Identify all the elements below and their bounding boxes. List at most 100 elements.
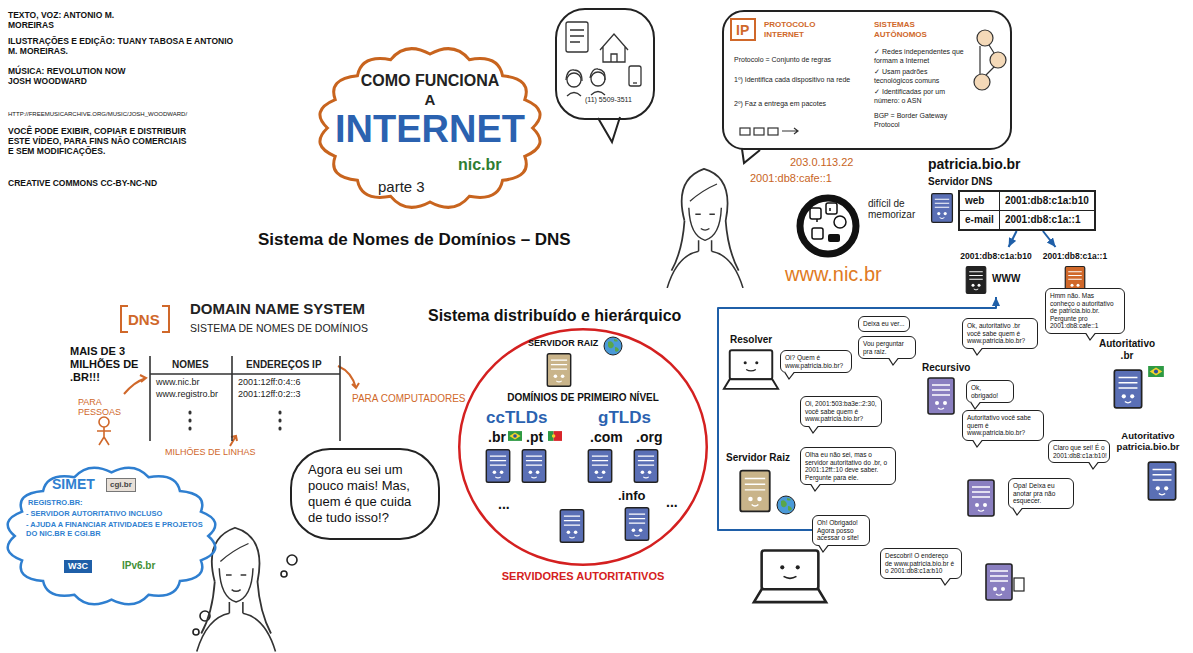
node-text: www.registro.br [156, 389, 218, 400]
label-text: MILHÕES DE LINHAS [165, 447, 256, 458]
server-box: 2001:db8:c1a:b10WWW [958, 247, 1034, 297]
bubble-tail [785, 373, 794, 379]
bubble-tail [973, 348, 983, 356]
person-figure [97, 417, 111, 445]
info-cloud: SIMETcgi.brREGISTRO.BR:- SERVIDOR AUTORI… [4, 462, 219, 610]
ip-sketches [731, 19, 1006, 135]
node-text: web [960, 192, 1000, 211]
bubble-tail [1086, 334, 1095, 340]
bubble-tail [973, 348, 982, 354]
bubble-tail [1089, 462, 1099, 470]
dialogue-bubble: Oi? Quem é www.patricia.bio.br? [780, 350, 852, 373]
bubble-tail [973, 440, 983, 448]
node-text: Oi, 2001:503:ba3e::2:30, você sabe quem … [805, 400, 877, 423]
node-text: IPv6.br [122, 560, 155, 572]
label-text: 2001:db8:cafe::1 [750, 172, 832, 185]
node-text: Oh! Obrigado! Agora posso acessar o site… [817, 519, 865, 542]
node-text: DOMÍNIOS DE PRIMEIRO NÍVEL [458, 392, 708, 404]
bubble-tail [971, 402, 980, 409]
label-text: Sistema distribuído e hierárquico [428, 306, 681, 325]
dialogue-bubble: Ok, autoritativo .br você sabe quem é ww… [962, 318, 1038, 349]
node-text: BGP = Border Gateway Protocol [874, 112, 974, 129]
dialogue-bubble: Oh! Obrigado! Agora posso acessar o site… [812, 515, 870, 546]
bubble-tail [1086, 333, 1096, 341]
social-icons [800, 198, 856, 254]
label-text: difícil de memorizar [868, 198, 926, 220]
label-text: PARA COMPUTADORES [352, 393, 466, 405]
bubble-tail [785, 372, 795, 380]
node-text: SERVIDOR RAIZ [528, 338, 598, 349]
dns-server-icon [932, 194, 953, 223]
node-text: A [316, 91, 544, 108]
label-text: Servidor DNS [928, 176, 992, 188]
bubble-tail [971, 402, 981, 410]
node-text: ... [498, 496, 510, 512]
drawing [459, 329, 707, 565]
node-text: 2001:db8:c1a::1 [1040, 251, 1110, 261]
label-text: CREATIVE COMMONS CC-BY-NC-ND [8, 178, 157, 188]
node-text: Opa! Deixa eu anotar pra não esquecer. [1013, 482, 1069, 505]
node-text: SISTEMAS AUTÔNOMOS [874, 20, 964, 39]
bubble-tail [1086, 333, 1095, 340]
node-text: Ok, autoritativo .br você sabe quem é ww… [967, 322, 1033, 345]
node-text: Descobri! O endereço de www.patricia.bio… [885, 552, 957, 575]
dialogue-bubble: Olha eu não sei, mas o servidor autorita… [800, 447, 896, 485]
node-text: nic.br [458, 156, 502, 174]
ellipse-outline [458, 328, 708, 566]
speech-bubble: IPPROTOCOLO INTERNETProtocolo = Conjunto… [722, 10, 1012, 150]
bubble-tail [1089, 463, 1098, 469]
label-text: patricia.bio.br [928, 156, 1021, 172]
node-text: ✓ Identificadas por um número: o ASN [874, 88, 966, 105]
node-text: ✓ Redes independentes que formam a Inter… [874, 48, 966, 65]
node-text: SIMET [52, 476, 95, 492]
bubble-tail [1013, 508, 1022, 515]
bubble-tail [809, 426, 818, 433]
thought-bubble: Agora eu sei um pouco mais! Mas, quem é … [290, 448, 440, 540]
bubble-tail [809, 426, 818, 432]
label-text: PARA PESSOAS [78, 397, 128, 417]
dialogue-bubble: Oi, 2001:503:ba3e::2:30, você sabe quem … [800, 396, 882, 427]
label-text: VOCÊ PODE EXIBIR, COPIAR E DISTRIBUIR ES… [8, 126, 193, 156]
authoritative-region: SERVIDOR RAIZ DOMÍNIOS DE PRIMEIRO NÍVEL c… [458, 328, 708, 566]
node-text: www.nic.br [156, 377, 200, 388]
bubble-tail [785, 372, 794, 379]
node-text: Claro que sei! É o 2001:db8:c1a:b10! [1053, 444, 1105, 459]
connector [718, 297, 996, 530]
node-text: ccTLDs [486, 408, 547, 428]
node-text: - SERVIDOR AUTORITATIVO INCLUSO [26, 509, 204, 518]
node-text: Hmm não. Mas conheço o autoritativo de p… [1050, 292, 1120, 330]
dialogue-bubble: Deixa eu ver... [858, 316, 910, 332]
label-text: TEXTO, VOZ: ANTONIO M. MOREIRAS [8, 10, 148, 30]
label-text: DNS [128, 311, 160, 329]
node-text: 2001:db8:c1a:b10 [958, 251, 1034, 261]
node-text: 2001:db8:c1a:b10 [1000, 192, 1094, 211]
node-text: cgi.br [106, 478, 136, 492]
node-text: .pt [526, 429, 543, 445]
node-text: NOMES [172, 359, 209, 371]
name-table: NOMES ENDEREÇOS IP www.nic.brwww.registro.… [150, 356, 340, 441]
dialogue-bubble: Ok, obrigado! [966, 380, 1014, 403]
woman-figure [667, 169, 743, 288]
node-text: 2001:12ff:0:2::3 [238, 389, 300, 400]
bubble-tail [811, 484, 820, 491]
label-text: ILUSTRAÇÕES E EDIÇÃO: TUANY TABOSA E ANT… [8, 36, 238, 56]
label-text: Recursivo [922, 362, 970, 374]
dialogue-bubble: Descobri! O endereço de www.patricia.bio… [880, 548, 962, 579]
bubble-tail [973, 440, 982, 446]
label-text: Autoritativo .br [1092, 338, 1162, 362]
node-text: .org [636, 429, 662, 445]
server-icon [964, 265, 988, 295]
node-text: .info [618, 488, 645, 503]
label-text: MÚSICA: REVOLUTION NOW JOSH WOODWARD [8, 66, 138, 86]
bubble-tail [973, 440, 982, 447]
bubble-tail [941, 578, 951, 586]
node-text: 1º) Identifica cada dispositivo na rede [734, 76, 859, 85]
label-text: HTTP://FREEMUSICARCHIVE.ORG/MUSIC/JOSH_W… [8, 110, 187, 118]
bubble-tail [889, 358, 898, 365]
dialogue-bubble: Hmm não. Mas conheço o autoritativo de p… [1045, 288, 1125, 334]
node-text: ENDEREÇOS IP [246, 359, 322, 371]
bubble-tail [819, 545, 828, 551]
title-cloud: COMO FUNCIONAAINTERNETnic.brparte 3 [316, 42, 544, 214]
label-text: DOMAIN NAME SYSTEM [190, 300, 365, 318]
